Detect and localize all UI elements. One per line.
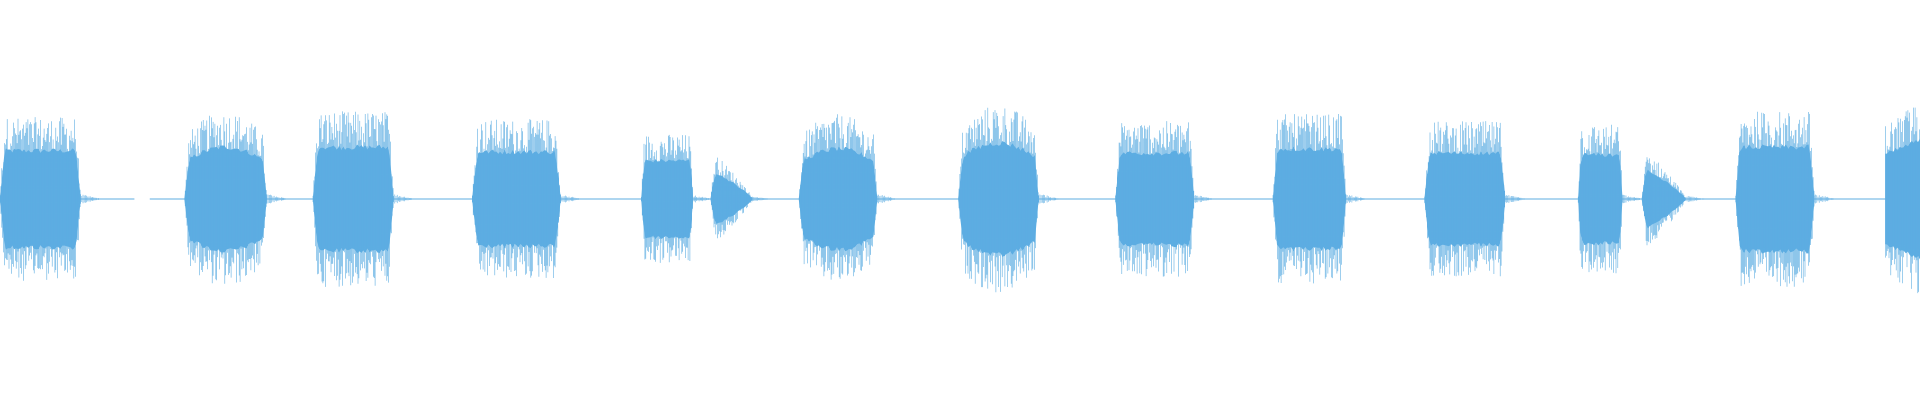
burst-tail	[1505, 195, 1528, 203]
burst-strands	[1115, 121, 1195, 277]
burst-tail	[560, 195, 583, 203]
waveform-burst-5	[710, 157, 774, 239]
burst-tail	[1685, 196, 1708, 202]
burst-strands	[958, 107, 1039, 293]
waveform-burst-14	[1885, 107, 1920, 294]
waveform-burst-13	[1735, 111, 1837, 287]
waveform-burst-12	[1641, 157, 1708, 246]
burst-strands	[799, 114, 878, 280]
waveform-burst-0	[0, 117, 103, 281]
burst-strands	[1424, 121, 1505, 277]
waveform-burst-2	[312, 111, 416, 287]
burst-tail	[1038, 194, 1061, 204]
burst-tail	[80, 194, 103, 204]
waveform-burst-9	[1272, 114, 1368, 284]
burst-strands	[641, 134, 693, 263]
burst-tail	[393, 194, 416, 204]
waveform-burst-1	[184, 115, 289, 284]
burst-strands	[472, 119, 561, 278]
burst-tail	[752, 196, 774, 202]
burst-strands	[1577, 124, 1623, 274]
burst-strands	[1272, 114, 1347, 284]
burst-tail	[266, 194, 289, 204]
waveform-segments	[0, 107, 1920, 294]
burst-tail	[1345, 194, 1368, 204]
waveform-burst-11	[1577, 124, 1645, 274]
burst-strands	[711, 157, 753, 239]
waveform-burst-4	[641, 134, 715, 263]
burst-strands	[1642, 157, 1686, 246]
burst-tail	[1193, 195, 1217, 203]
waveform-burst-7	[958, 107, 1061, 293]
burst-strands	[184, 115, 267, 284]
burst-strands	[0, 117, 81, 281]
waveform-burst-10	[1424, 121, 1528, 277]
burst-tail	[1814, 194, 1837, 204]
burst-strands	[1735, 111, 1815, 287]
waveform-burst-8	[1115, 121, 1217, 277]
waveform-burst-3	[472, 119, 583, 278]
burst-strands	[312, 111, 394, 287]
waveform-burst-6	[798, 114, 900, 280]
burst-strands	[1885, 107, 1920, 294]
burst-tail	[877, 194, 900, 204]
